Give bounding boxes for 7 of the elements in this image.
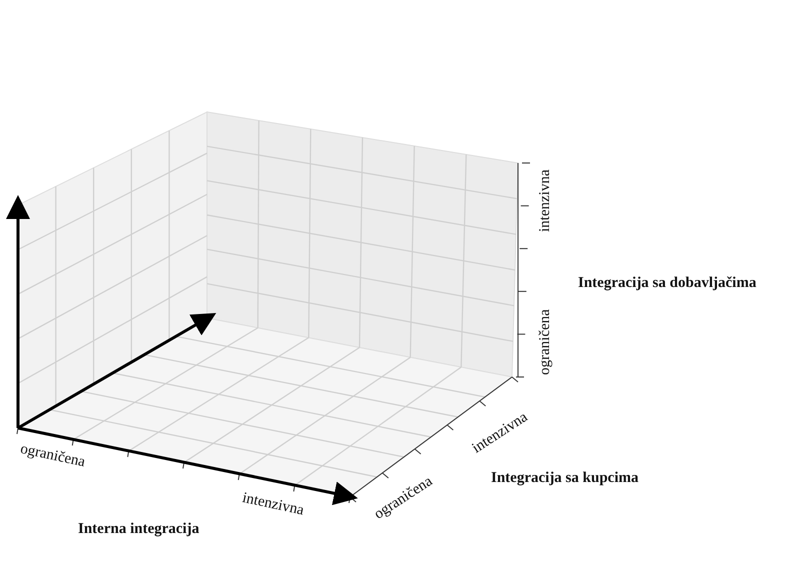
axis-label: intenzivna <box>240 491 306 519</box>
axis-label: ograničena <box>538 309 553 375</box>
axis-title: Interna integracija <box>78 522 200 537</box>
axis-label: intenzivna <box>538 170 553 232</box>
axis-label: ograničena <box>18 442 86 470</box>
axis-title: Integracija sa kupcima <box>491 471 638 486</box>
axis-title: Integracija sa dobavljačima <box>578 276 756 291</box>
